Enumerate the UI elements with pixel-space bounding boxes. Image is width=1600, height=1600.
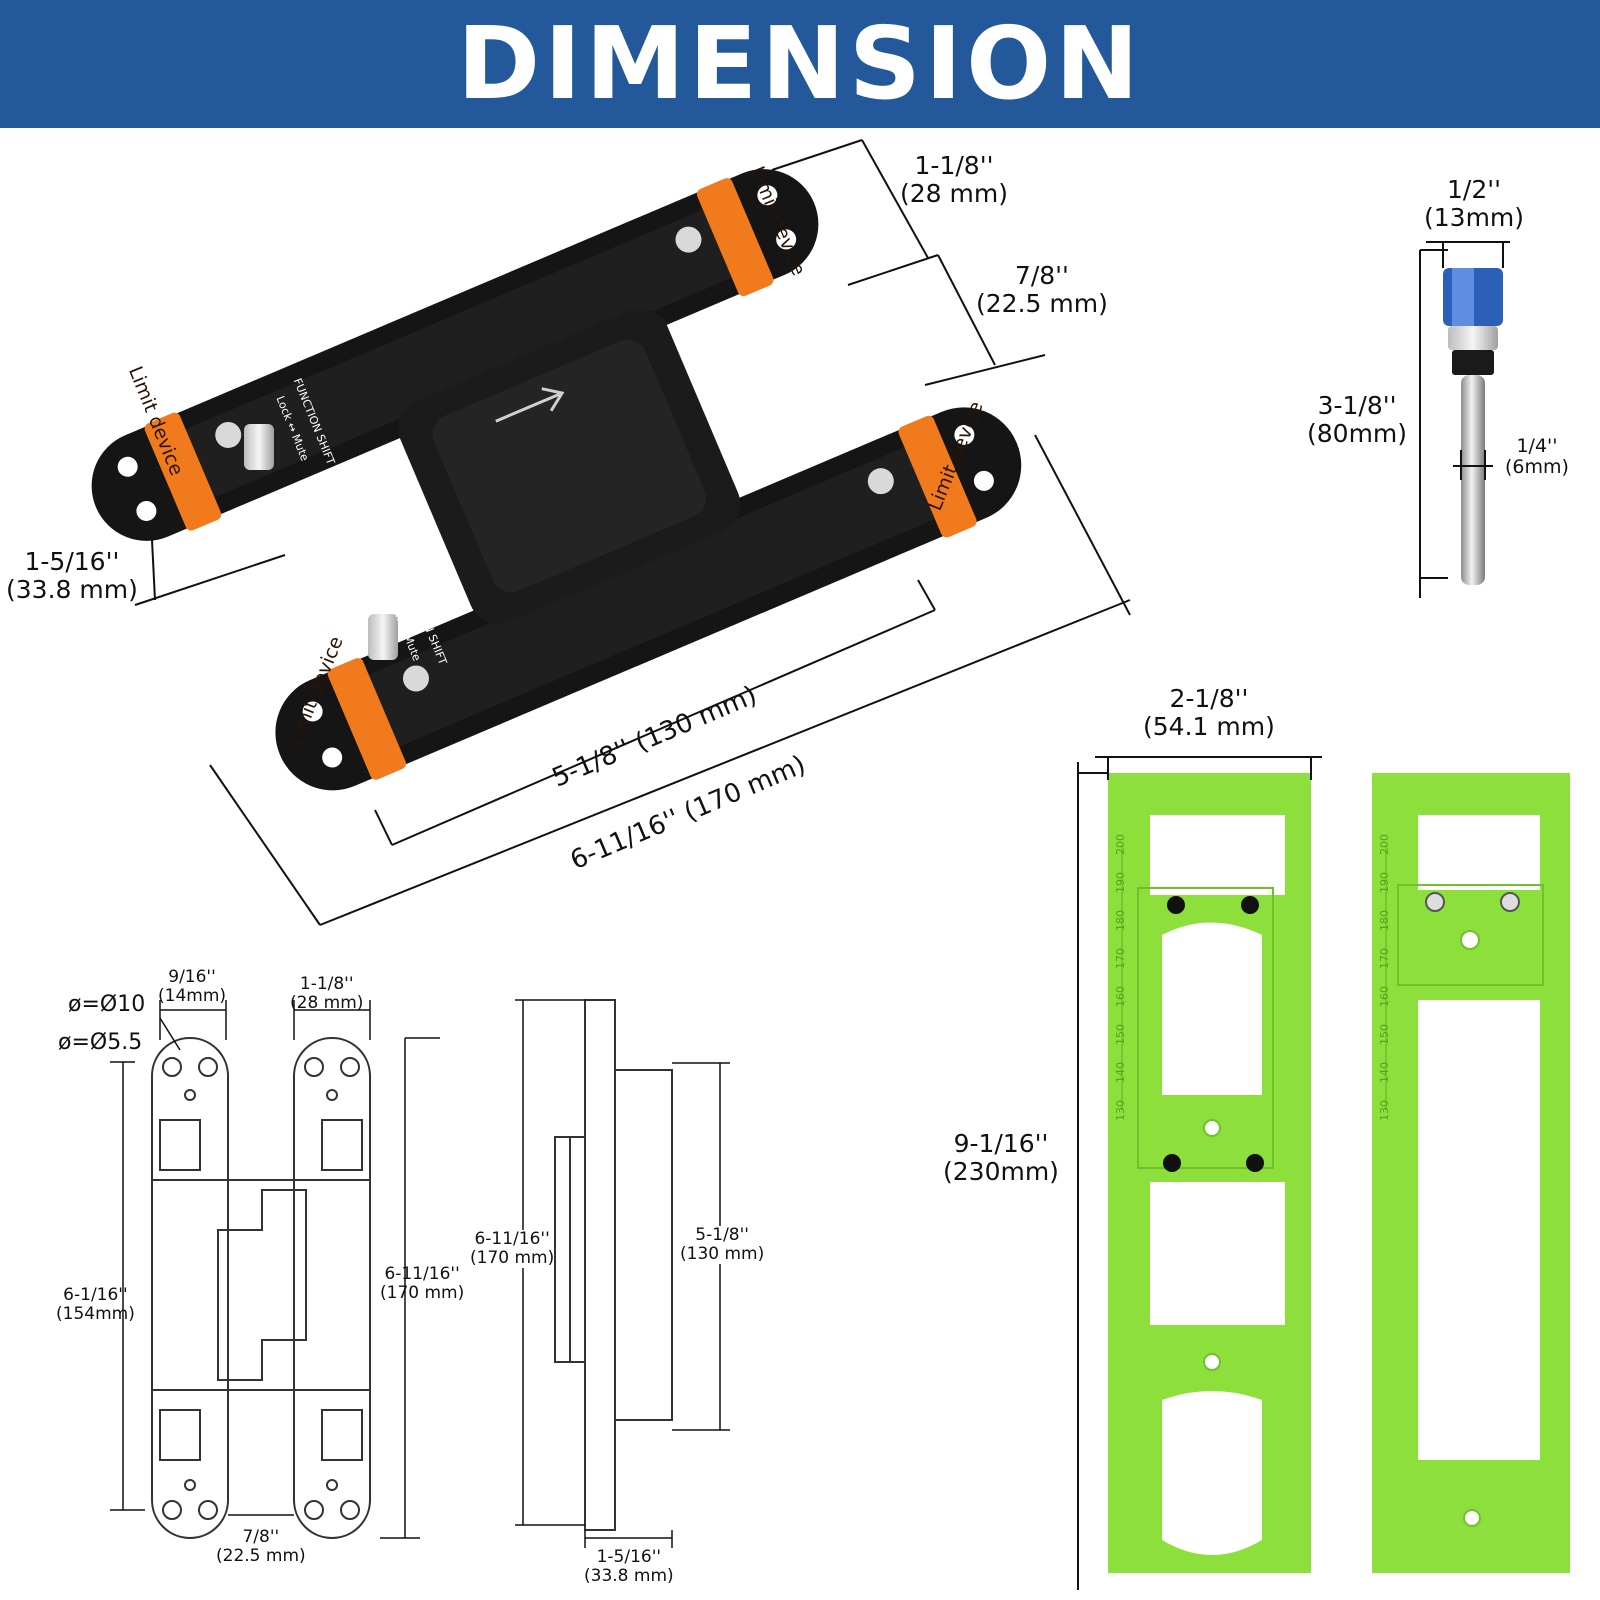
scale-mark: 140	[1378, 1062, 1391, 1083]
dim-front-leaf-width: 1-1/8'' (28 mm)	[290, 974, 364, 1014]
scale-mark: 200	[1114, 834, 1127, 855]
dim-bit-shank: 1/4'' (6mm)	[1505, 435, 1569, 479]
template-scale: 200 190 180 170 160 150 140 130	[1374, 834, 1404, 1121]
drawing-side-dimension-lines	[515, 999, 730, 1548]
hinge-dimension-lines	[134, 139, 1131, 926]
template-dimension-lines	[1077, 756, 1322, 1590]
hinge-knuckle	[398, 308, 741, 624]
scale-mark: 190	[1114, 872, 1127, 893]
header-banner	[0, 0, 1600, 128]
scale-mark: 160	[1378, 986, 1391, 1007]
hole-small-label: ø=Ø5.5	[58, 1030, 143, 1055]
scale-mark: 160	[1114, 986, 1127, 1007]
scale-mark: 200	[1378, 834, 1391, 855]
router-bit-dimension-lines	[1419, 241, 1510, 598]
dim-front-gap: 7/8'' (22.5 mm)	[216, 1527, 306, 1567]
hole-large-label: ø=Ø10	[68, 992, 146, 1017]
scale-mark: 130	[1378, 1100, 1391, 1121]
page-title: DIMENSION	[457, 5, 1143, 122]
scale-mark: 180	[1114, 910, 1127, 931]
dim-front-leaf-offset: 9/16'' (14mm)	[158, 967, 227, 1007]
scale-mark: 170	[1378, 948, 1391, 969]
scale-mark: 150	[1114, 1024, 1127, 1045]
dim-side-body-length: 5-1/8'' (130 mm)	[680, 1225, 765, 1265]
dim-front-total-length: 6-11/16'' (170 mm)	[380, 1264, 465, 1304]
dim-depth: 1-5/16'' (33.8 mm)	[6, 547, 138, 604]
scale-mark: 190	[1378, 872, 1391, 893]
template-back	[1372, 773, 1570, 1573]
template-front	[1108, 773, 1311, 1573]
scale-mark: 140	[1114, 1062, 1127, 1083]
scale-mark: 130	[1114, 1100, 1127, 1121]
scale-mark: 150	[1378, 1024, 1391, 1045]
dim-template-width: 2-1/8'' (54.1 mm)	[1143, 684, 1275, 741]
scale-mark: 170	[1114, 948, 1127, 969]
drawing-front-dimension-lines	[110, 1000, 440, 1539]
dim-leaf-width: 1-1/8'' (28 mm)	[900, 151, 1008, 208]
scale-mark: 180	[1378, 910, 1391, 931]
template-scale: 200 190 180 170 160 150 140 130	[1110, 834, 1140, 1121]
dim-side-depth: 1-5/16'' (33.8 mm)	[584, 1547, 674, 1587]
hinge-photo	[91, 169, 1022, 791]
dim-front-inner-length: 6-1/16'' (154mm)	[56, 1285, 135, 1325]
dim-bit-width: 1/2'' (13mm)	[1424, 175, 1525, 232]
dim-bit-length: 3-1/8'' (80mm)	[1307, 391, 1408, 448]
router-bit	[1443, 268, 1503, 585]
drawing-front	[151, 1037, 371, 1539]
drawing-side	[554, 999, 673, 1531]
dim-offset: 7/8'' (22.5 mm)	[976, 261, 1108, 318]
dim-side-total-length: 6-11/16'' (170 mm)	[470, 1229, 555, 1269]
hinge-lower-leaf	[275, 407, 1022, 791]
dim-template-height: 9-1/16'' (230mm)	[943, 1129, 1059, 1186]
